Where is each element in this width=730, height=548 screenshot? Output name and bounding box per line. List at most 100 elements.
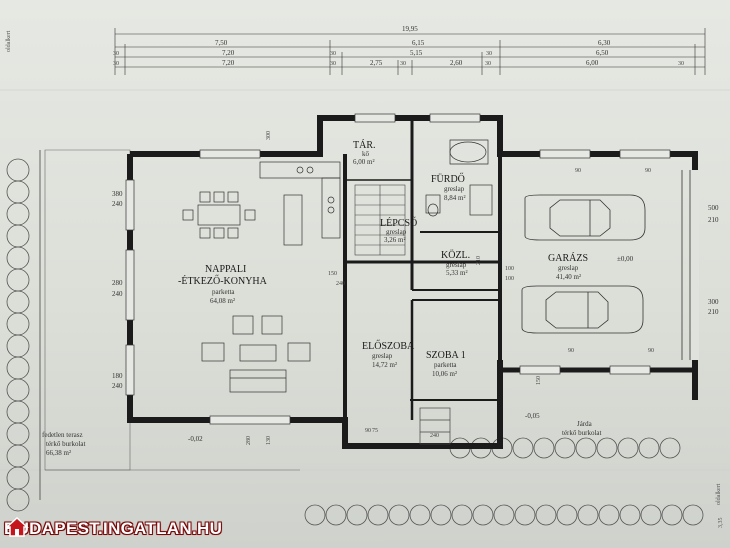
garazs-level: ±0,00 (617, 255, 634, 263)
right-garden-label: oldalkert (716, 483, 722, 505)
misc-dim-13: 90 (645, 168, 651, 174)
tar-name: TÁR. (353, 139, 376, 151)
terasz-name1: fedetlen terasz (42, 431, 83, 439)
left-garden-label: oldalkert (6, 30, 12, 52)
left-dim-2: 240 (112, 200, 123, 208)
left-dim-6: 240 (112, 382, 123, 390)
jarda-name1: Járda (577, 420, 593, 428)
left-dim-4: 240 (112, 290, 123, 298)
left-dim-5: 180 (112, 372, 123, 380)
interior-walls (343, 118, 502, 420)
dim-row3-h: 6,00 (586, 59, 599, 67)
tar-area: 6,00 m² (353, 158, 375, 166)
misc-dim-10: 90 (648, 348, 654, 354)
dim-row3-a: 30 (113, 61, 119, 67)
dim-row3-c: 30 (330, 61, 336, 67)
misc-dim-5: 280 (246, 436, 252, 445)
dim-row3-b: 7,20 (222, 59, 235, 67)
eloszoba-area: 14,72 m² (372, 361, 397, 369)
dim-row3: 30 7,20 30 2,75 30 2,60 30 6,00 30 (113, 59, 684, 67)
walk-level: -0,05 (525, 412, 540, 420)
misc-dim-3: 240 (430, 433, 439, 439)
left-dim-1: 380 (112, 190, 123, 198)
misc-dim-4: 150 (328, 271, 337, 277)
furdo-area: 8,84 m² (444, 194, 466, 202)
terrace-outline (44, 149, 131, 471)
terasz-label: fedetlen terasz térkő burkolat 66,38 m² (42, 431, 86, 457)
stair (354, 184, 406, 256)
misc-dim-6: 130 (266, 436, 272, 445)
dim-row2-a: 30 (113, 51, 119, 57)
furdo-name: FÜRDŐ (431, 173, 465, 185)
terrace-level: -0,02 (188, 435, 203, 443)
hedge-bottom (304, 437, 704, 526)
room-kozl: KÖZL. greslap 5,33 m² (441, 249, 470, 277)
room-tar: TÁR. kő 6,00 m² (353, 139, 376, 166)
misc-dim-2: 90 (575, 168, 581, 174)
right-dim-4: 210 (708, 308, 719, 316)
tar-floor: kő (362, 150, 370, 158)
dim-total: 19,95 (402, 25, 418, 33)
dim-row2: 30 7,20 30 5,15 30 6,50 (113, 49, 609, 57)
dim-row2-b: 7,20 (222, 49, 235, 57)
lepcso-area: 3,26 m² (384, 236, 406, 244)
misc-dim-1: 300 (266, 131, 272, 140)
dim-row1: 7,50 6,15 6,30 (215, 39, 611, 47)
jarda-name2: térkő burkolat (562, 429, 602, 437)
dim-row3-d: 2,75 (370, 59, 383, 67)
misc-dim-9: 75 (372, 428, 378, 434)
eloszoba-name: ELŐSZOBA (362, 340, 415, 352)
dim-row1-c: 6,30 (598, 39, 611, 47)
right-scale-label: 3,35 (718, 518, 724, 529)
dim-row2-f: 6,50 (596, 49, 609, 57)
garage-door-lines (681, 170, 691, 360)
garazs-area: 41,40 m² (556, 273, 581, 281)
top-dimension-lines (114, 28, 706, 75)
misc-dim-11: 240 (336, 281, 345, 287)
furdo-floor: greslap (444, 185, 465, 193)
lepcso-floor: greslap (386, 228, 407, 236)
entrance (419, 407, 451, 445)
house-logo-icon (5, 516, 29, 537)
misc-dim-14: 150 (536, 376, 542, 385)
dim-row3-i: 30 (678, 61, 684, 67)
watermark-text: BUDAPEST.INGATLAN.HU (4, 519, 223, 538)
left-side-dims: 380 240 280 240 180 240 (112, 190, 123, 390)
kitchen-counter (259, 161, 341, 246)
left-dim-3: 280 (112, 279, 123, 287)
misc-dim-12: 210 (476, 256, 482, 265)
room-garazs: GARÁZS greslap 41,40 m² ±0,00 (548, 252, 634, 281)
terasz-area: 66,38 m² (46, 449, 71, 457)
right-dim-3: 300 (708, 298, 719, 306)
living-furniture (201, 315, 311, 393)
dim-row2-c: 30 (330, 51, 336, 57)
nappali-area: 64,08 m² (210, 297, 235, 305)
watermark: BUDAPEST.INGATLAN.HU (4, 514, 222, 544)
dim-row2-e: 30 (486, 51, 492, 57)
kozl-area: 5,33 m² (446, 269, 468, 277)
right-dim-2: 210 (708, 216, 719, 224)
eloszoba-floor: greslap (372, 352, 393, 360)
hedge-left (6, 158, 30, 512)
szoba1-area: 10,06 m² (432, 370, 457, 378)
nappali-name2: -ÉTKEZŐ-KONYHA (178, 275, 268, 287)
car-lower (521, 285, 644, 334)
kozl-floor: greslap (446, 261, 467, 269)
lepcso-name: LÉPCSŐ (380, 217, 417, 229)
jarda-label: Járda térkő burkolat (562, 420, 602, 437)
dim-row1-a: 7,50 (215, 39, 228, 47)
room-lepcso: LÉPCSŐ greslap 3,26 m² (380, 217, 417, 244)
dim-row3-g: 30 (485, 61, 491, 67)
misc-dims: 300 90 240 150 280 130 90 100 75 90 240 … (246, 131, 654, 445)
right-dim-1: 500 (708, 204, 719, 212)
dim-row2-d: 5,15 (410, 49, 423, 57)
garazs-floor: greslap (558, 264, 579, 272)
dining-table (182, 191, 256, 239)
dim-row3-e: 30 (400, 61, 406, 67)
szoba1-floor: parketta (434, 361, 457, 369)
windows-left (125, 113, 671, 425)
room-nappali: NAPPALI -ÉTKEZŐ-KONYHA parketta 64,08 m² (178, 264, 268, 305)
car-upper (524, 194, 646, 241)
